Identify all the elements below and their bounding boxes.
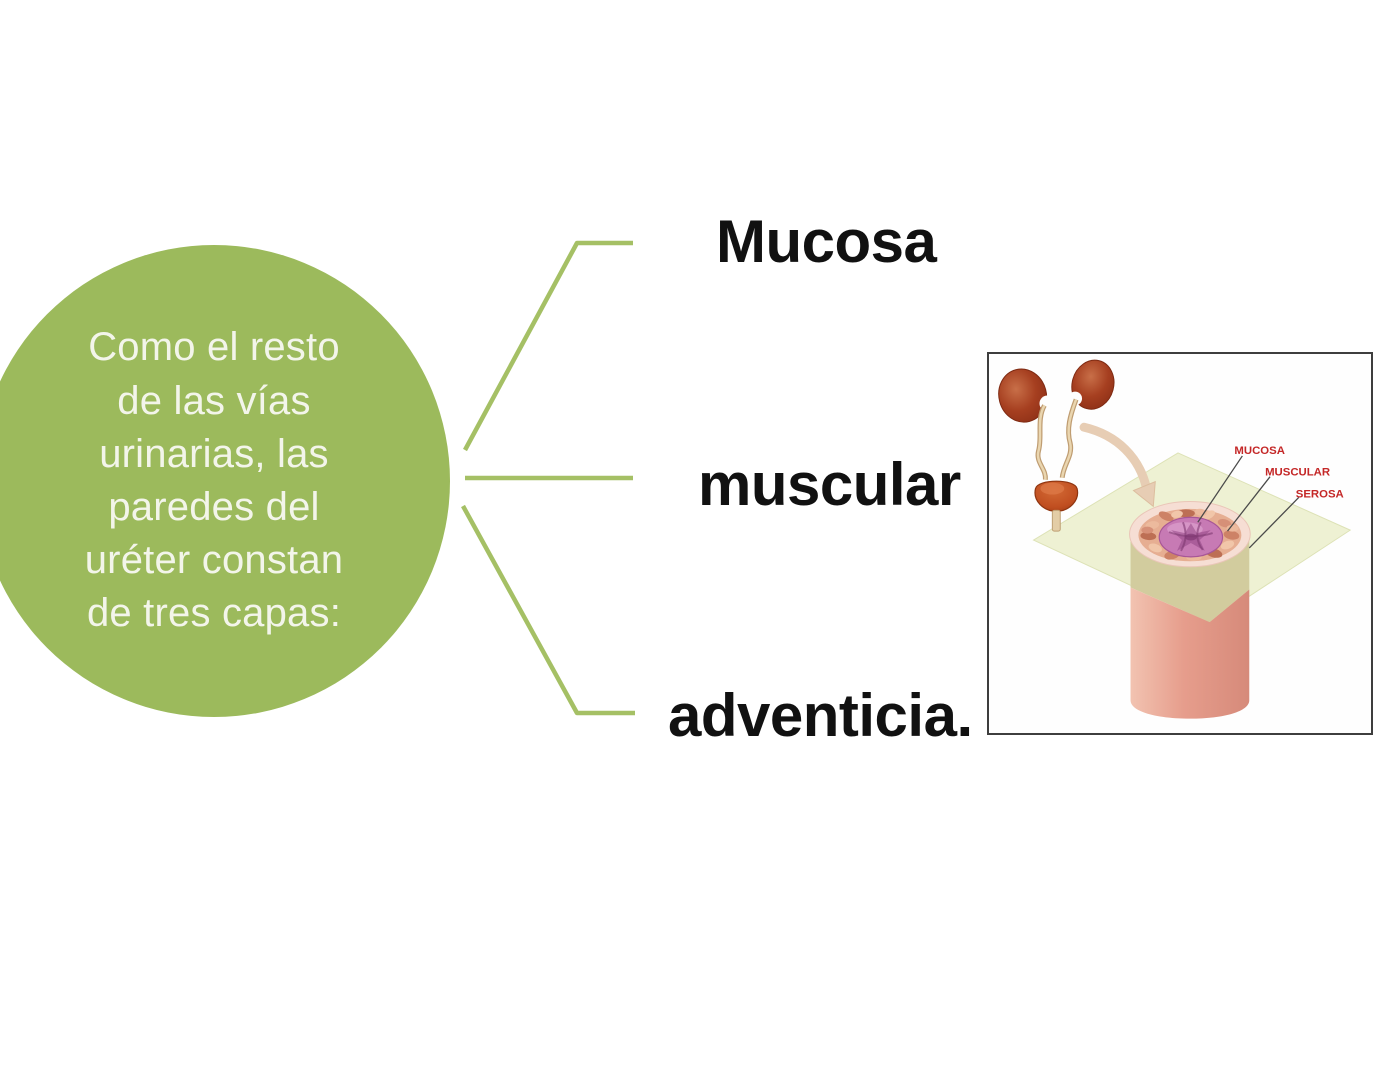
pointer-line-mucosa	[1197, 455, 1243, 523]
branch-label-adventicia: adventicia.	[668, 682, 973, 749]
connector-line-top	[463, 240, 633, 452]
urethra	[1051, 509, 1061, 532]
ureter-figure-frame: MUCOSA MUSCULAR SEROSA	[987, 352, 1373, 735]
branch-label-muscular: muscular	[698, 451, 961, 518]
figure-label-mucosa: MUCOSA	[1234, 445, 1285, 457]
section-arrow-icon	[1079, 422, 1156, 508]
cylinder-body	[1130, 587, 1250, 719]
mucosa-fold	[1196, 521, 1204, 551]
ureter-figure: MUCOSA MUSCULAR SEROSA	[998, 359, 1352, 719]
figure-label-serosa: SEROSA	[1296, 488, 1344, 500]
texture-blob	[1223, 530, 1240, 540]
pointer-line-serosa	[1248, 497, 1300, 549]
kidney-right-hilum	[1068, 391, 1083, 406]
texture-blob	[1140, 532, 1157, 541]
pointer-line-muscular	[1226, 476, 1271, 532]
cross-section	[1129, 500, 1251, 568]
kidney-right	[1071, 359, 1115, 410]
texture-blob	[1158, 511, 1174, 522]
urinary-system-illustration	[998, 359, 1115, 532]
texture-blob	[1141, 526, 1154, 534]
texture-blob	[1226, 524, 1239, 532]
intro-circle-text: Como el resto de las vías urinarias, las…	[84, 325, 344, 636]
bladder-highlight	[1040, 482, 1065, 495]
texture-blob	[1217, 518, 1232, 528]
kidney-left	[998, 368, 1048, 423]
intro-circle: Como el resto de las vías urinarias, las…	[0, 245, 450, 717]
section-arrow-shaft	[1079, 422, 1151, 493]
branch-label-mucosa: Mucosa	[716, 208, 937, 275]
texture-blob	[1171, 510, 1183, 518]
ureter-right-core	[1061, 399, 1078, 478]
texture-blob	[1220, 540, 1235, 550]
connector-line-bottom	[461, 504, 635, 716]
section-arrow-head	[1132, 480, 1156, 508]
figure-label-muscular: MUSCULAR	[1265, 467, 1330, 479]
mucosa-center	[1184, 533, 1197, 541]
ureter-left-core	[1036, 404, 1047, 480]
texture-blob	[1148, 543, 1162, 553]
